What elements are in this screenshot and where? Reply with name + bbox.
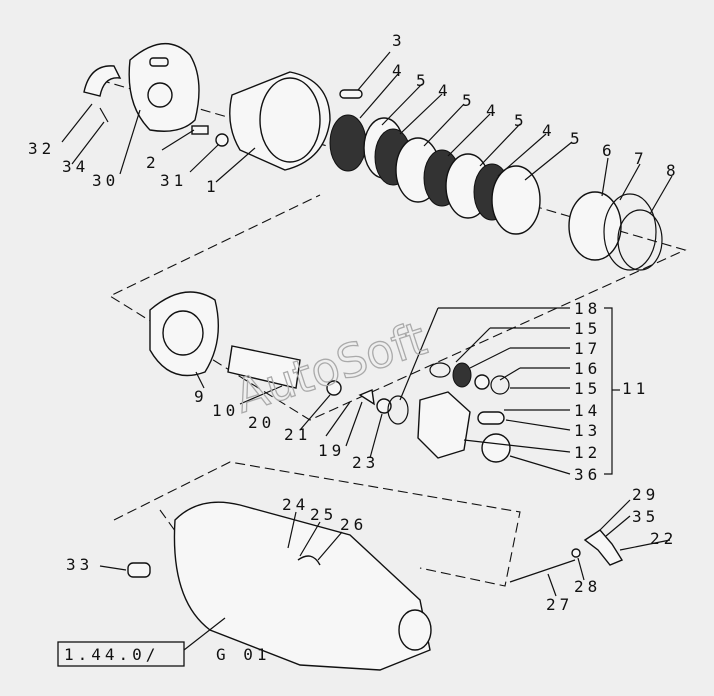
label-4b: 4 bbox=[438, 81, 452, 100]
lever-part bbox=[583, 529, 624, 566]
label-29: 29 bbox=[632, 485, 659, 504]
label-28: 28 bbox=[574, 577, 601, 596]
friction-disc-1 bbox=[329, 114, 367, 172]
snap-ring-part bbox=[387, 395, 409, 425]
bearing-part bbox=[452, 362, 472, 388]
label-20: 20 bbox=[248, 413, 275, 432]
label-26: 26 bbox=[340, 515, 367, 534]
plug-part bbox=[127, 562, 151, 578]
seal-ring-outer bbox=[603, 193, 657, 271]
label-15b: 15 bbox=[574, 379, 601, 398]
label-15a: 15 bbox=[574, 319, 601, 338]
label-14: 14 bbox=[574, 401, 601, 420]
seal-ring-inner bbox=[617, 209, 663, 271]
spacer-part bbox=[474, 374, 490, 390]
plate-hole bbox=[147, 82, 173, 108]
label-13: 13 bbox=[574, 421, 601, 440]
ring-part bbox=[490, 375, 510, 395]
label-33: 33 bbox=[66, 555, 93, 574]
label-23: 23 bbox=[352, 453, 379, 472]
watermark-text: AutoSoft bbox=[228, 311, 433, 423]
plate-slot bbox=[149, 57, 169, 67]
key-part bbox=[339, 89, 363, 99]
group-code: G 01 bbox=[216, 645, 271, 664]
bevel-gear-bore bbox=[162, 310, 204, 356]
label-21: 21 bbox=[284, 425, 311, 444]
label-5a: 5 bbox=[416, 71, 430, 90]
lower-assembly-outline bbox=[113, 461, 521, 587]
reference-code: 1.44.0/ bbox=[64, 645, 159, 664]
leader-lines bbox=[61, 51, 673, 651]
rod-ring-part bbox=[571, 548, 581, 558]
bolt-part bbox=[191, 125, 209, 135]
label-34: 34 bbox=[62, 157, 89, 176]
label-11: 11 bbox=[622, 379, 649, 398]
reference-box bbox=[57, 641, 185, 667]
label-27: 27 bbox=[546, 595, 573, 614]
washer-part bbox=[215, 133, 229, 147]
label-6: 6 bbox=[602, 141, 616, 160]
steel-plate-4 bbox=[491, 165, 541, 235]
label-4c: 4 bbox=[486, 101, 500, 120]
clip-part bbox=[83, 65, 122, 97]
pin-part bbox=[99, 107, 109, 123]
label-4a: 4 bbox=[392, 61, 406, 80]
pinion-gear-part bbox=[481, 433, 511, 463]
splined-shaft-part bbox=[227, 345, 301, 389]
label-18: 18 bbox=[574, 299, 601, 318]
label-5b: 5 bbox=[462, 91, 476, 110]
label-5c: 5 bbox=[514, 111, 528, 130]
diff-case-part bbox=[417, 391, 471, 459]
label-7: 7 bbox=[634, 149, 648, 168]
shift-fork-part bbox=[297, 555, 321, 566]
label-32: 32 bbox=[28, 139, 55, 158]
label-24: 24 bbox=[282, 495, 309, 514]
axle-housing-part bbox=[173, 501, 431, 671]
label-31: 31 bbox=[160, 171, 187, 190]
o-ring-part bbox=[429, 362, 451, 378]
label-1: 1 bbox=[206, 177, 220, 196]
lock-plate-part bbox=[358, 389, 375, 406]
housing-flange bbox=[398, 609, 432, 651]
label-8: 8 bbox=[666, 161, 680, 180]
label-30: 30 bbox=[92, 171, 119, 190]
label-5d: 5 bbox=[570, 129, 584, 148]
label-35: 35 bbox=[632, 507, 659, 526]
label-4d: 4 bbox=[542, 121, 556, 140]
cross-pin-part bbox=[477, 411, 505, 425]
label-22: 22 bbox=[650, 529, 677, 548]
label-25: 25 bbox=[310, 505, 337, 524]
thrust-washer-part bbox=[326, 380, 342, 396]
label-3: 3 bbox=[392, 31, 406, 50]
label-19: 19 bbox=[318, 441, 345, 460]
label-12: 12 bbox=[574, 443, 601, 462]
label-10: 10 bbox=[212, 401, 239, 420]
label-9: 9 bbox=[194, 387, 208, 406]
label-36: 36 bbox=[574, 465, 601, 484]
housing-bore bbox=[259, 77, 321, 163]
label-17: 17 bbox=[574, 339, 601, 358]
label-16: 16 bbox=[574, 359, 601, 378]
shift-rod-part bbox=[509, 559, 576, 583]
label-2: 2 bbox=[146, 153, 160, 172]
